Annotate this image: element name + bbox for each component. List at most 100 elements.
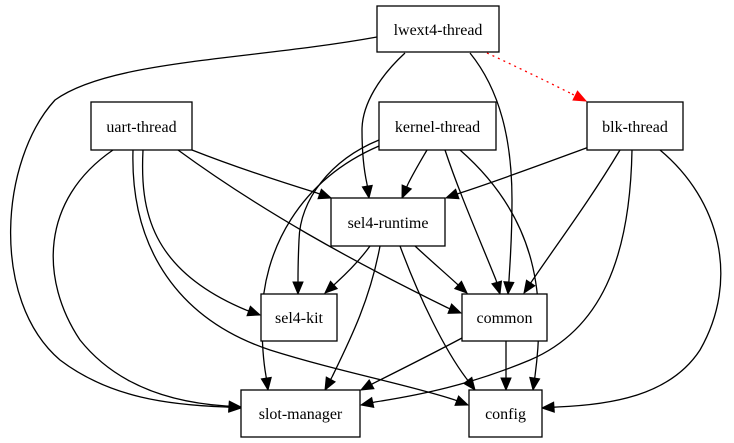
edge-line [407,149,428,185]
edge-blk-thread-to-sel4-runtime [444,146,590,200]
nodes-layer: lwext4-thread uart-thread kernel-thread … [90,5,684,438]
node-uart-thread: uart-thread [90,101,193,151]
edge-line [459,146,590,194]
edge-kernel-thread-to-sel4-runtime [401,149,428,200]
edge-sel4-runtime-to-common [414,245,468,294]
node-sel4-runtime: sel4-runtime [330,197,446,247]
edge-line-tail [245,309,249,312]
edge-arrowhead [401,184,413,200]
edge-line-tail [530,280,533,284]
edge-line [177,149,449,309]
edge-line [373,337,463,384]
node-common: common [461,293,548,342]
edge-arrowhead [500,377,512,392]
edge-line-tail [571,93,576,97]
edge-line-tail [455,282,459,286]
edge-arrowhead [491,280,503,296]
edge-line-tail [495,279,498,283]
edge-uart-thread-to-sel4-kit [141,149,262,317]
edge-line [331,245,381,378]
node-blk-thread: blk-thread [586,101,684,151]
node-label: sel4-kit [275,310,324,327]
edge-sel4-runtime-to-slot-manager [324,245,381,392]
edge-kernel-thread-to-slot-manager [260,145,380,392]
edge-line [191,149,318,194]
edge-arrowhead [540,401,555,413]
edge-line [459,149,540,377]
edge-line [374,149,633,403]
node-label: kernel-thread [395,119,480,136]
edge-line [361,52,406,185]
edge-kernel-thread-to-config [459,149,541,392]
edge-arrowhead [572,90,588,102]
edge-line-tail [316,192,320,195]
edge-line [414,245,457,284]
node-label: uart-thread [106,119,176,136]
edge-arrowhead [523,279,536,295]
edge-kernel-thread-to-sel4-kit [292,139,380,296]
edge-line-tail [454,399,458,402]
node-kernel-thread: kernel-thread [378,101,497,151]
edge-kernel-thread-to-common [444,149,503,296]
edge-line [444,149,497,281]
edge-arrowhead [454,395,470,406]
edge-line [261,145,380,377]
edge-line-tail [406,183,409,188]
edge-arrowhead [317,188,333,200]
edge-sel4-runtime-to-config [399,245,476,392]
node-label: lwext4-thread [394,22,483,39]
edge-line [52,149,227,407]
edge-line-tail [330,376,333,380]
edge-arrowhead [444,188,460,200]
edge-lwext4-thread-to-sel4-runtime [361,52,406,200]
edge-sel4-runtime-to-sel4-kit [324,245,371,294]
node-config: config [468,389,543,438]
edge-uart-thread-to-sel4-runtime [191,149,333,200]
node-label: common [477,310,533,327]
edge-line [9,36,378,408]
edge-lwext4-thread-to-blk-thread [486,52,588,102]
edge-line [399,245,467,379]
edge-line-tail [333,282,337,286]
node-slot-manager: slot-manager [240,389,361,438]
edge-line-tail [447,307,451,310]
edge-line [469,52,513,281]
edges-layer [9,36,722,413]
edge-line-tail [465,377,469,381]
edge-line [141,149,247,311]
edge-lwext4-thread-to-slot-manager [9,36,378,413]
edge-arrowhead [260,376,272,392]
edge-arrowhead [292,281,304,296]
edge-arrowhead [529,376,541,392]
edge-arrowhead [462,376,476,392]
edge-line [556,149,722,408]
node-label: config [485,406,526,423]
edge-line [335,245,371,284]
node-lwext4-thread: lwext4-thread [376,5,500,53]
edge-common-to-slot-manager [359,337,463,391]
edge-arrowhead [447,303,463,314]
edge-uart-thread-to-common [177,149,463,314]
edge-arrowhead [359,396,375,409]
node-label: slot-manager [259,406,343,423]
edge-blk-thread-to-slot-manager [359,149,633,409]
node-label: sel4-runtime [348,215,429,232]
edge-blk-thread-to-common [523,149,621,295]
edge-common-to-config [500,341,512,392]
edge-uart-thread-to-slot-manager [52,149,243,412]
edge-arrowhead [246,305,262,317]
edge-line [531,149,621,282]
edge-arrowhead [503,281,515,296]
edge-line-tail [457,192,461,195]
edge-line [486,52,573,95]
edge-line [297,139,380,281]
edge-arrowhead [359,379,375,391]
node-label: blk-thread [602,119,668,136]
edge-arrowhead [361,184,373,200]
edge-line-tail [371,382,375,385]
edge-lwext4-thread-to-common [469,52,515,296]
edge-blk-thread-to-config [540,149,722,413]
node-sel4-kit: sel4-kit [260,293,338,342]
edge-arrowhead [324,376,336,392]
